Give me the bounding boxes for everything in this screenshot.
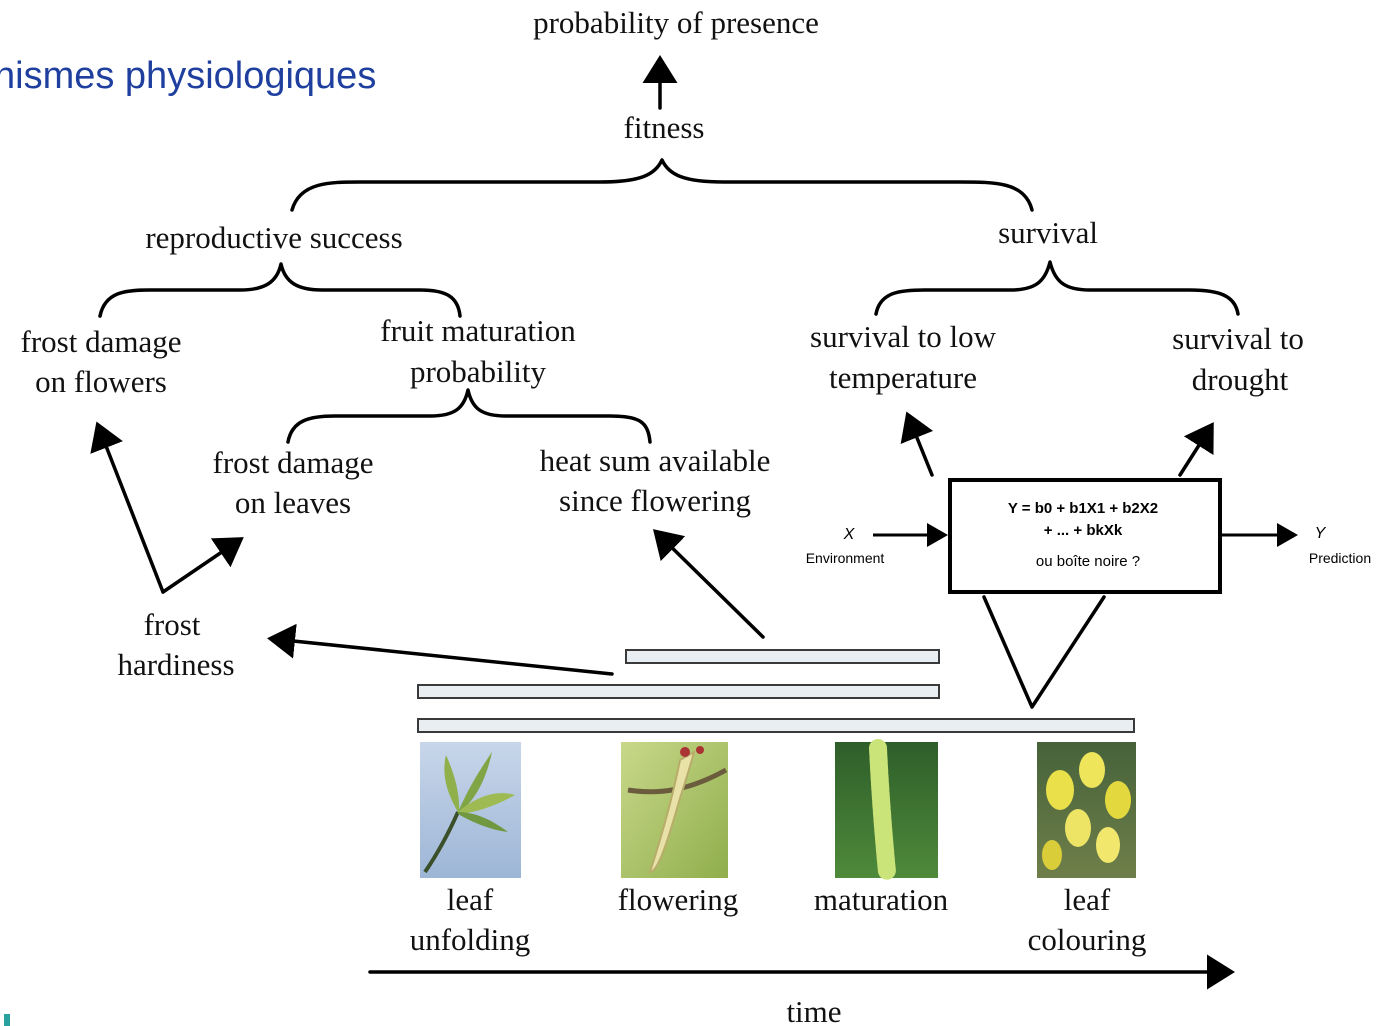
phenology-to-heat-sum-arrow (653, 529, 765, 639)
heat-sum-label-2: since flowering (559, 483, 751, 518)
survival-label: survival (998, 215, 1098, 250)
stage-label-leaf-colouring-1: leaf (1064, 882, 1111, 917)
frost-hardiness-label-2: hardiness (117, 647, 234, 682)
fitness-brace (290, 158, 1034, 212)
phenology-to-hardiness-arrow (267, 623, 614, 676)
reproductive-success-brace (98, 262, 462, 318)
fitness-label: fitness (624, 110, 705, 145)
model-equation-line-2: + ... + bkXk (1044, 522, 1123, 539)
leaf-colouring-photo (1037, 742, 1136, 878)
phenology-bar-season (417, 718, 1135, 733)
model-box (948, 478, 1222, 594)
input-symbol: X (843, 526, 856, 543)
reproductive-success-label: reproductive success (145, 220, 402, 255)
stage-label-maturation: maturation (814, 882, 949, 917)
survival-drought-label-1: survival to (1172, 321, 1304, 356)
frost-damage-leaves-label-1: frost damage (213, 445, 374, 480)
maturation-photo (835, 739, 938, 881)
heat-sum-label-1: heat sum available (540, 443, 771, 478)
fruit-maturation-label-1: fruit maturation (380, 313, 576, 348)
survival-low-temp-label-1: survival to low (810, 319, 997, 354)
frost-damage-flowers-label-1: frost damage (21, 324, 182, 359)
output-symbol: Y (1315, 525, 1327, 542)
model-equation-line-1: Y = b0 + b1X1 + b2X2 (1008, 500, 1158, 517)
frost-damage-leaves-label-2: on leaves (235, 485, 351, 520)
flowering-photo (621, 742, 728, 878)
stage-label-leaf-unfolding-2: unfolding (410, 922, 531, 957)
output-label: Prediction (1309, 550, 1371, 566)
model-to-phenology-connector (982, 595, 1106, 709)
survival-low-temp-label-2: temperature (829, 360, 977, 395)
hardiness-to-flowers-arrow (90, 421, 165, 594)
phenology-bar-maturation (417, 684, 940, 699)
stage-label-flowering: flowering (618, 882, 739, 917)
model-to-low-temp-arrow (900, 411, 934, 477)
phenology-bar-flowering (625, 649, 940, 664)
fruit-maturation-brace (286, 388, 652, 444)
footer-logo-mark (4, 1014, 10, 1026)
leaf-unfolding-photo (420, 742, 521, 878)
hardiness-to-leaves-arrow (161, 537, 244, 594)
frost-hardiness-label-1: frost (144, 607, 201, 642)
time-axis-label: time (786, 994, 841, 1026)
model-subtitle: ou boîte noire ? (1036, 553, 1140, 570)
frost-damage-flowers-label-2: on flowers (35, 364, 167, 399)
input-label: Environment (806, 550, 885, 566)
probability-of-presence-label: probability of presence (533, 5, 819, 40)
stage-label-leaf-colouring-2: colouring (1028, 922, 1147, 957)
survival-brace (874, 260, 1240, 316)
slide-title: nismes physiologiques (0, 55, 376, 97)
model-to-drought-arrow (1178, 422, 1214, 477)
survival-drought-label-2: drought (1192, 362, 1289, 397)
fruit-maturation-label-2: probability (410, 354, 547, 389)
stage-label-leaf-unfolding-1: leaf (447, 882, 494, 917)
